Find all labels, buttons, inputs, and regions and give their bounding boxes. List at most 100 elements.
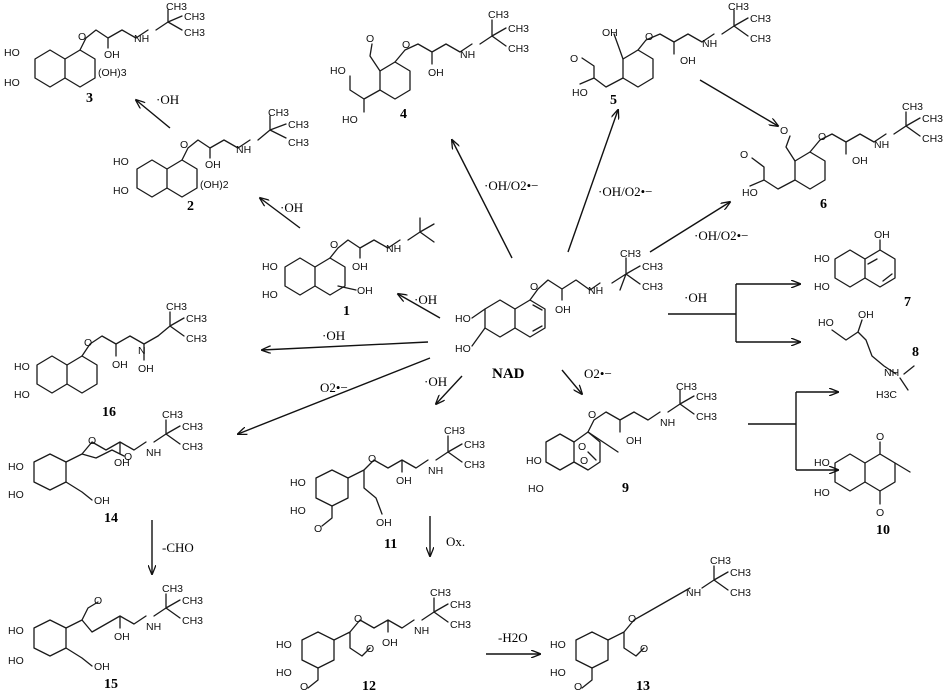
atom-oh: OH: [602, 27, 618, 39]
compound-12-label: 12: [362, 679, 376, 694]
atom-o: O: [366, 33, 374, 45]
atom-oh: OH: [104, 49, 120, 61]
atom-o: O: [580, 455, 588, 467]
atom-ho: HO: [276, 639, 292, 651]
atom-ch3: CH3: [268, 107, 289, 119]
atom-oh: OH: [114, 631, 130, 643]
atom-o: O: [330, 239, 338, 251]
atom-ho: HO: [8, 625, 24, 637]
atom-oh: OH: [114, 457, 130, 469]
atom-o: O: [570, 53, 578, 65]
compound-5-label: 5: [610, 93, 617, 108]
atom-o: O: [740, 149, 748, 161]
atom-ch3: CH3: [186, 333, 207, 345]
atom-nh: NH: [874, 139, 889, 151]
atom-ch3: CH3: [184, 11, 205, 23]
atom-nh: NH: [588, 285, 603, 297]
atom-ch3: CH3: [182, 421, 203, 433]
atom-ch3: CH3: [696, 391, 717, 403]
atom-ch3: CH3: [182, 441, 203, 453]
structure-15: O OH NH CH3 CH3 CH3 OH HO HO 15: [8, 583, 203, 692]
compound-9-label: 9: [622, 481, 629, 496]
condition-to-13: -H2O: [498, 630, 528, 645]
atom-ch3: CH3: [166, 1, 187, 13]
atom-ch3: CH3: [450, 619, 471, 631]
atom-oh: OH: [874, 229, 890, 241]
compound-16-label: 16: [102, 405, 116, 420]
structure-16: O OH N OH CH3 CH3 CH3 HO HO 16: [14, 301, 207, 420]
atom-oh3: (OH)3: [98, 67, 127, 79]
atom-ho: HO: [8, 655, 24, 667]
atom-o: O: [78, 31, 86, 43]
atom-oh: OH: [428, 67, 444, 79]
condition-to-7-8: ·OH: [684, 290, 707, 305]
arrow-to-1: [398, 294, 441, 319]
compound-6-label: 6: [820, 197, 827, 212]
atom-ch3: CH3: [464, 459, 485, 471]
condition-to-14: O2•−: [320, 380, 348, 395]
compound-2-label: 2: [187, 199, 194, 214]
atom-o: O: [818, 131, 826, 143]
atom-ch3: CH3: [922, 133, 943, 145]
atom-ch3: CH3: [508, 23, 529, 35]
atom-ch3: CH3: [430, 587, 451, 599]
atom-ho: HO: [14, 361, 30, 373]
atom-oh: OH: [396, 475, 412, 487]
compound-13-label: 13: [636, 679, 650, 694]
atom-ho: HO: [113, 185, 129, 197]
arrow-to-9: [561, 369, 582, 394]
atom-ho: HO: [262, 261, 278, 273]
structure-4: O O OH NH CH3 CH3 CH3 HO HO 4: [330, 9, 529, 126]
atom-o: O: [876, 431, 884, 443]
atom-nh: NH: [236, 144, 251, 156]
structure-13: O NH CH3 CH3 CH3 O HO HO O 13: [550, 555, 751, 694]
compound-14-label: 14: [104, 511, 118, 526]
reaction-arrows: [136, 79, 838, 654]
atom-oh: OH: [626, 435, 642, 447]
atom-o: O: [645, 31, 653, 43]
atom-nh: NH: [146, 447, 161, 459]
atom-ho: HO: [342, 114, 358, 126]
condition-to-1: ·OH: [414, 292, 437, 307]
atom-ch3: CH3: [642, 281, 663, 293]
atom-ch3: CH3: [450, 599, 471, 611]
atom-ch3: CH3: [902, 101, 923, 113]
atom-o: O: [366, 643, 374, 655]
atom-ho: HO: [14, 389, 30, 401]
structure-5: OH O OH NH CH3 CH3 CH3 O HO 5: [570, 1, 771, 108]
atom-h3c: H3C: [876, 389, 897, 401]
compound-15-label: 15: [104, 677, 118, 692]
atom-nh: NH: [460, 49, 475, 61]
arrow-to-11: [436, 375, 463, 404]
atom-oh: OH: [94, 661, 110, 673]
atom-ch3: CH3: [162, 583, 183, 595]
structure-1: O OH NH OH HO HO 1: [262, 217, 435, 319]
atom-ho: HO: [4, 77, 20, 89]
structure-7: OH HO HO 7: [814, 229, 911, 310]
atom-o: O: [578, 441, 586, 453]
atom-oh: OH: [112, 359, 128, 371]
atom-ch3: CH3: [488, 9, 509, 21]
condition-to-5: ·OH/O2•−: [598, 184, 653, 199]
compound-11-label: 11: [384, 537, 397, 552]
atom-ch3: CH3: [508, 43, 529, 55]
arrow-to-4: [452, 140, 513, 259]
atom-ch3: CH3: [676, 381, 697, 393]
atom-ch3: CH3: [750, 13, 771, 25]
atom-ch3: CH3: [162, 409, 183, 421]
atom-o: O: [124, 451, 132, 463]
atom-oh: OH: [852, 155, 868, 167]
atom-ch3: CH3: [182, 615, 203, 627]
atom-ho: HO: [290, 477, 306, 489]
atom-ch3: CH3: [288, 137, 309, 149]
compound-10-label: 10: [876, 523, 890, 538]
structure-10: O O HO HO 10: [814, 431, 911, 538]
atom-ho: HO: [814, 253, 830, 265]
condition-to-9: O2•−: [584, 366, 612, 381]
atom-oh: OH: [352, 261, 368, 273]
atom-o: O: [88, 435, 96, 447]
atom-oh: OH: [376, 517, 392, 529]
atom-ch3: CH3: [710, 555, 731, 567]
atom-o: O: [876, 507, 884, 519]
